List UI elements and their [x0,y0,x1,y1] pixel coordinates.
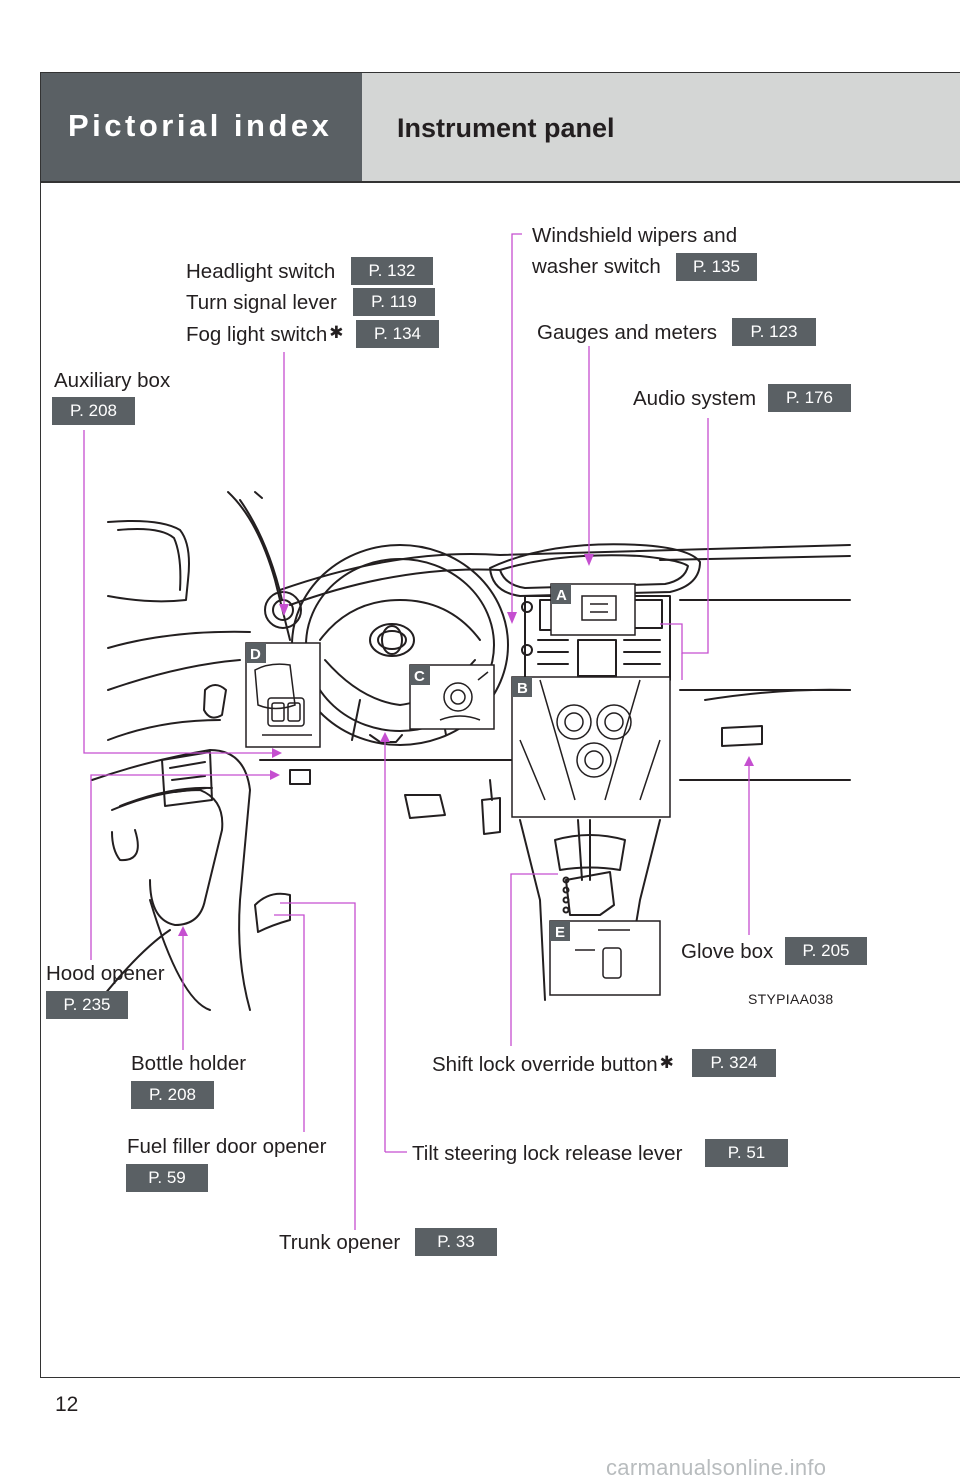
audio-label: Audio system [633,387,757,410]
section-title: Pictorial index [68,108,333,143]
callout-e: E [555,924,565,941]
fog-light-page[interactable]: P. 134 [356,320,439,348]
shift-lock-label: Shift lock override button✱ [432,1054,674,1076]
auxiliary-box-page[interactable]: P. 208 [52,397,135,425]
asterisk-icon: ✱ [329,323,344,342]
turn-signal-page[interactable]: P. 119 [353,288,435,316]
glove-box-label: Glove box [681,940,774,963]
image-code: STYPIAA038 [748,991,834,1007]
hood-opener-label: Hood opener [46,962,165,985]
asterisk-icon: ✱ [659,1053,674,1072]
callout-c: C [414,668,425,685]
gauges-page[interactable]: P. 123 [732,318,816,346]
wipers-page[interactable]: P. 135 [676,253,757,281]
callout-a: A [556,587,567,604]
inset-e [549,920,661,996]
inset-a [550,583,636,636]
gauges-label: Gauges and meters [537,321,718,344]
bottle-holder-page[interactable]: P. 208 [131,1081,214,1109]
header-rule [41,181,960,183]
inset-c [409,664,495,730]
page-title: Instrument panel [397,113,615,143]
inset-d [245,642,321,748]
trunk-opener-page[interactable]: P. 33 [415,1228,497,1256]
fuel-filler-label: Fuel filler door opener [127,1135,327,1158]
fog-light-text: Fog light switch [186,323,328,346]
tilt-steering-page[interactable]: P. 51 [705,1139,788,1167]
page-frame [40,72,960,1378]
tilt-steering-label: Tilt steering lock release lever [412,1142,683,1165]
fuel-filler-page[interactable]: P. 59 [126,1164,208,1192]
headlight-switch-label: Headlight switch [186,260,336,283]
headlight-switch-page[interactable]: P. 132 [351,257,433,285]
callout-d: D [250,646,261,663]
page-header: Instrument panel [362,73,960,181]
shift-lock-text: Shift lock override button [432,1053,658,1076]
leader-lines [83,233,750,1230]
hood-opener-page[interactable]: P. 235 [46,991,128,1019]
callout-b: B [517,680,528,697]
watermark: carmanualsonline.info [606,1455,827,1480]
audio-page[interactable]: P. 176 [768,384,851,412]
glove-box-page[interactable]: P. 205 [785,937,867,965]
turn-signal-label: Turn signal lever [186,291,337,314]
trunk-opener-label: Trunk opener [279,1231,401,1254]
wipers-label-line1: Windshield wipers and [532,224,738,247]
shift-lock-page[interactable]: P. 324 [692,1049,776,1077]
leader-arrowheads [178,554,754,936]
wipers-label-line2: washer switch [532,255,661,278]
auxiliary-box-label: Auxiliary box [54,369,171,392]
inset-b [511,676,671,818]
fog-light-label: Fog light switch✱ [186,324,344,346]
bottle-holder-label: Bottle holder [131,1052,247,1075]
page-number: 12 [55,1393,79,1416]
section-tab: Pictorial index [41,73,362,181]
